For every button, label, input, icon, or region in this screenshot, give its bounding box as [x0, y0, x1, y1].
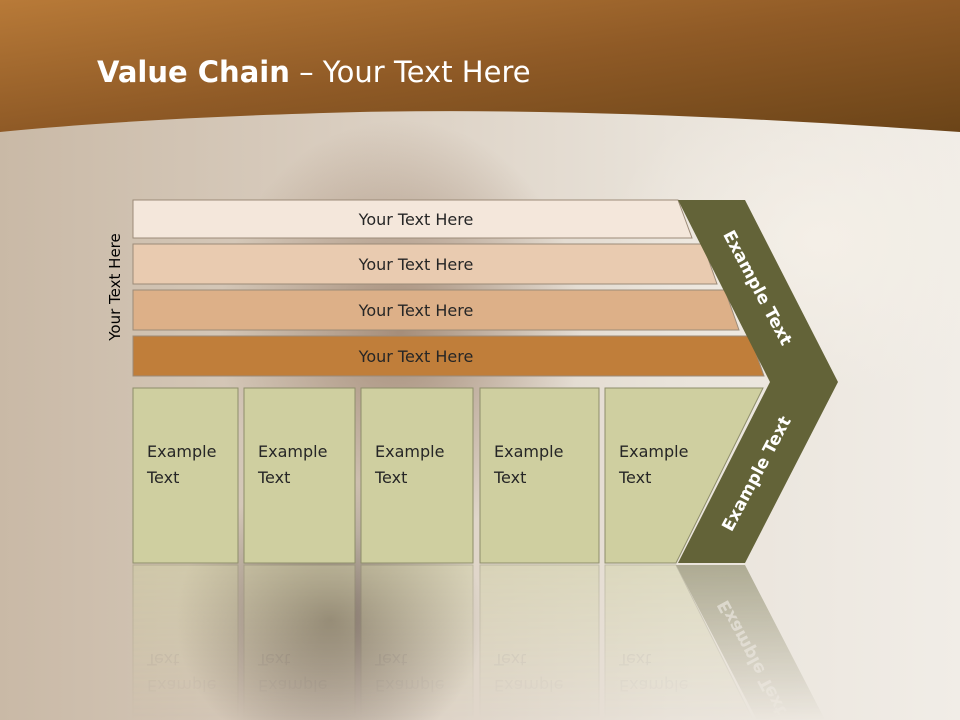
cell-line-1: Example: [375, 442, 445, 461]
reflection-text: Text: [493, 650, 526, 669]
example-cell-2: [243, 387, 356, 564]
cell-line-1: Example: [258, 442, 328, 461]
cell-line-2: Text: [375, 468, 408, 487]
example-cell-5: [604, 387, 764, 564]
example-cell-4: [479, 387, 600, 564]
header-band: [0, 0, 960, 132]
value-bar-2: [132, 243, 718, 285]
example-cell-1: [132, 387, 239, 564]
example-cell-3: [360, 387, 474, 564]
reflection-text: Example: [147, 676, 216, 695]
side-label: Your Text Here: [106, 233, 124, 341]
reflection-text: Example: [619, 676, 688, 695]
cell-line-1: Example: [494, 442, 564, 461]
reflection-cell-2: [243, 564, 356, 720]
cell-line-2: Text: [147, 468, 180, 487]
value-bar-label-1: Your Text Here: [358, 210, 474, 229]
value-bar-3: [132, 289, 740, 331]
reflection-text: Text: [618, 650, 651, 669]
value-bar-4: [132, 335, 765, 377]
reflection-cell-4: [479, 564, 600, 720]
reflection-cell-5: [604, 564, 754, 720]
cell-line-1: Example: [147, 442, 217, 461]
title-bold: Value Chain: [97, 55, 290, 89]
reflection-text: Example: [375, 676, 444, 695]
reflection-text: Text: [374, 650, 407, 669]
cell-line-2: Text: [494, 468, 527, 487]
reflection-cell-1: [132, 564, 239, 720]
reflection-text: Text: [257, 650, 290, 669]
cell-line-2: Text: [258, 468, 291, 487]
reflection-text: Example: [494, 676, 563, 695]
chevron-arrow: [678, 200, 838, 563]
value-bar-label-4: Your Text Here: [358, 347, 474, 366]
title-rest: – Your Text Here: [289, 55, 531, 89]
reflection-text: Example: [258, 676, 327, 695]
value-bar-label-2: Your Text Here: [358, 255, 474, 274]
cell-line-2: Text: [619, 468, 652, 487]
reflection-cell-3: [360, 564, 474, 720]
value-bar-1: [132, 199, 693, 239]
reflection-text: Text: [146, 650, 179, 669]
value-bar-label-3: Your Text Here: [358, 301, 474, 320]
cell-line-1: Example: [619, 442, 689, 461]
page-title: Value Chain – Your Text Here: [97, 55, 531, 89]
reflection-chevron: [676, 565, 826, 720]
